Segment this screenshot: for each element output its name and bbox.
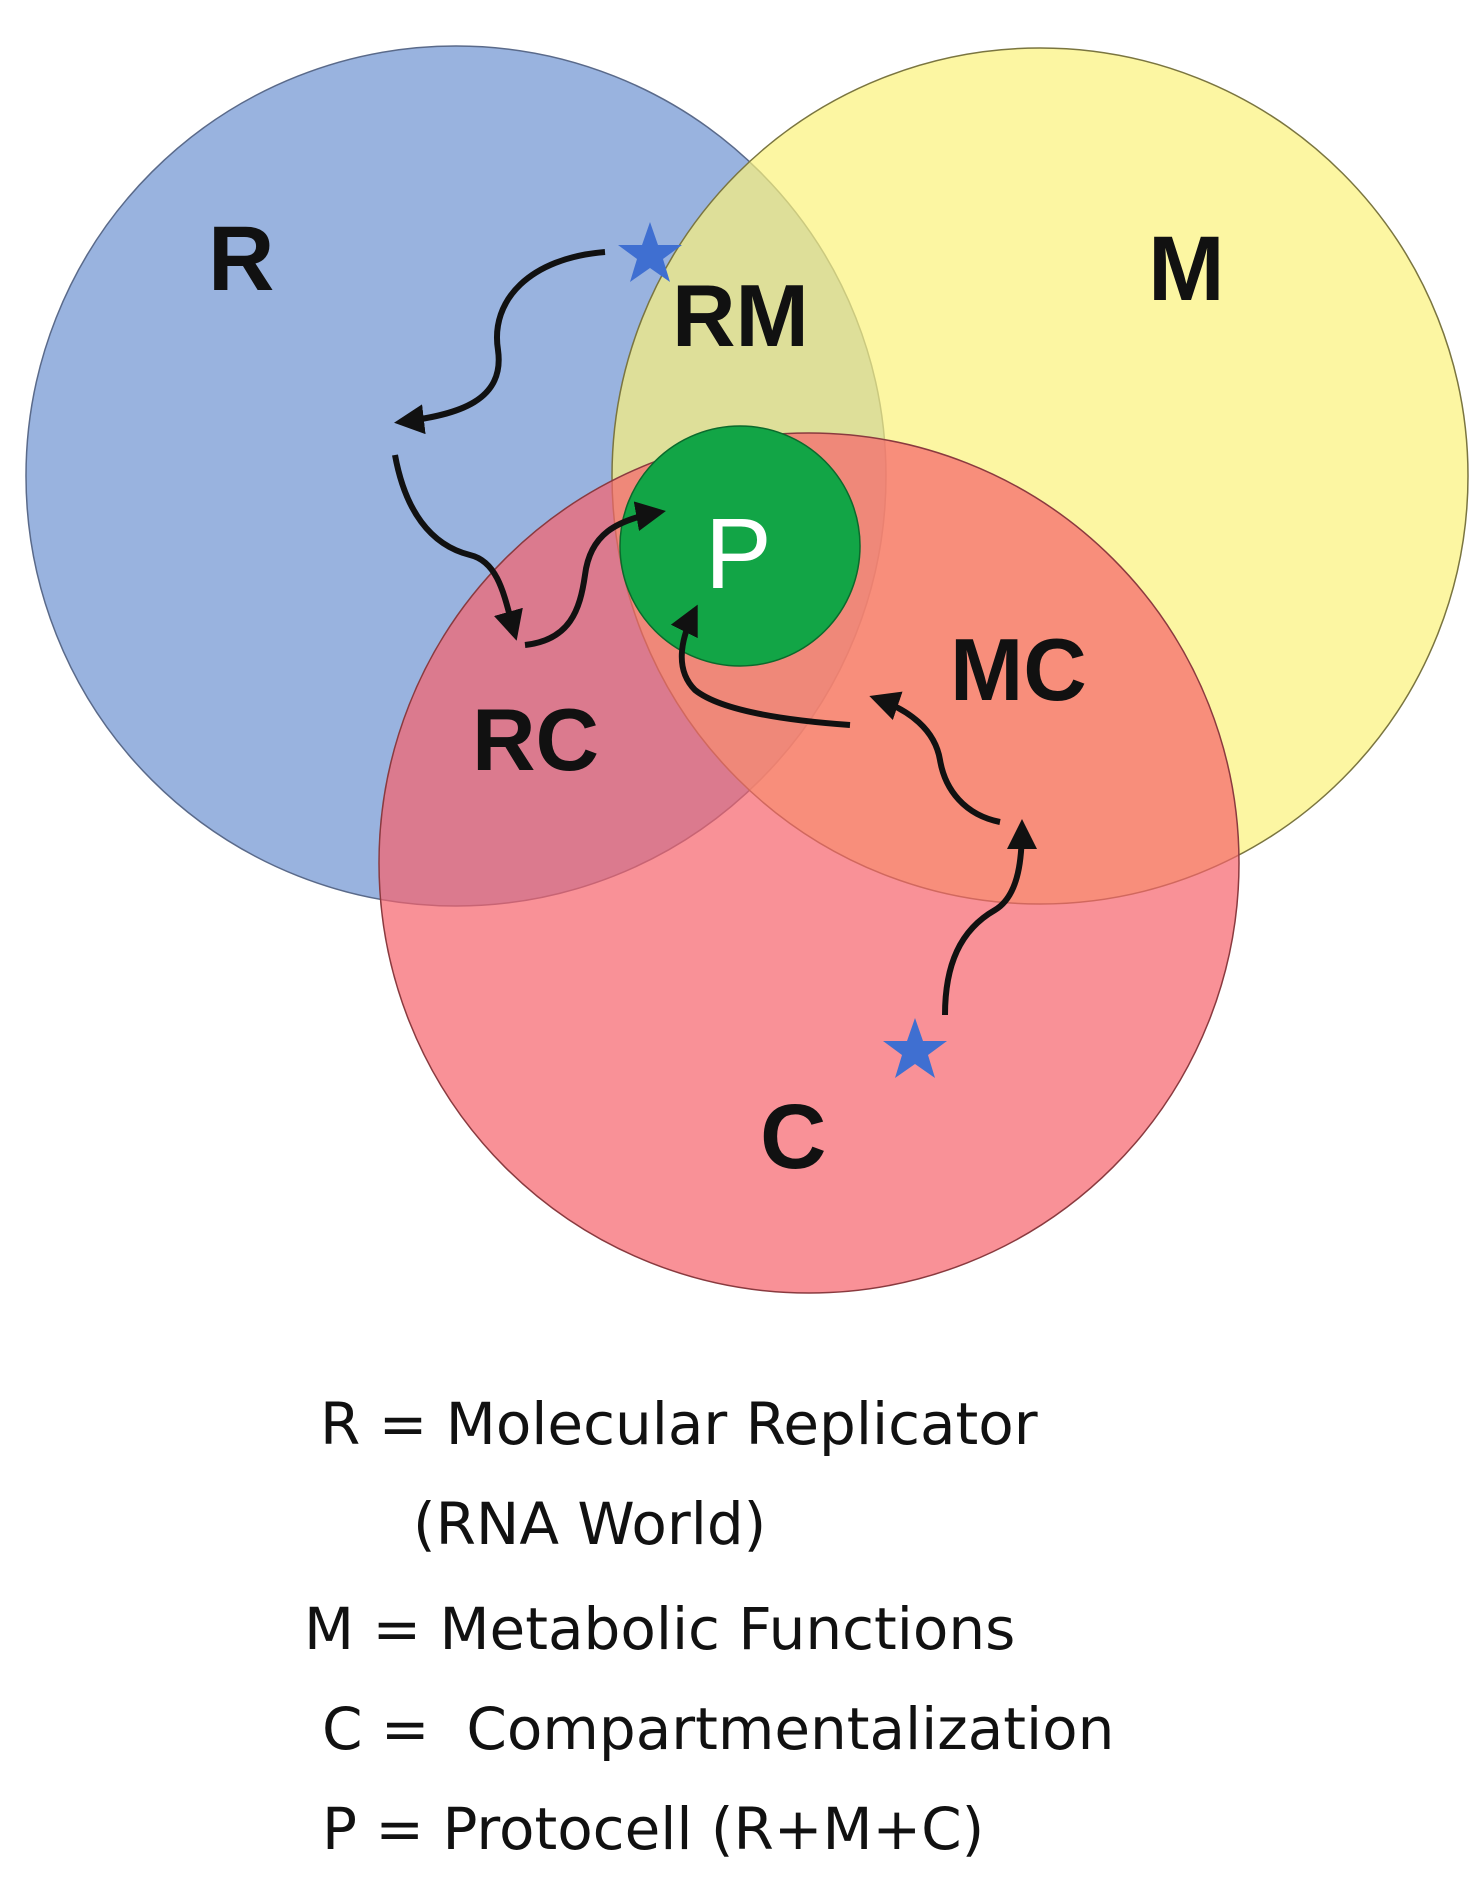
label-r: R [208,208,274,310]
arrow-star-to-r [394,249,606,435]
legend-line-rna: (RNA World) [413,1490,767,1558]
legend-line-r: R = Molecular Replicator [320,1390,1038,1458]
arrow-mc-to-p [670,604,851,728]
legend-line-c: C = Compartmentalization [322,1695,1115,1763]
arrow-rc-to-p [524,501,666,648]
star-icon-bottom [883,1018,947,1078]
arrow-r-to-rc [392,454,523,641]
circle-c [378,432,1240,1294]
arrow-star-to-mc [942,819,1037,1016]
legend-line-p: P = Protocell (R+M+C) [322,1795,985,1863]
label-p: P [705,498,772,610]
label-rc: RC [472,690,599,789]
label-c: C [760,1086,826,1188]
label-m: M [1148,218,1225,320]
star-icon-top [618,222,682,282]
legend-line-m: M = Metabolic Functions [304,1595,1016,1663]
arrow-mc-up [869,691,1001,825]
label-rm: RM [672,266,809,365]
label-mc: MC [950,620,1087,719]
